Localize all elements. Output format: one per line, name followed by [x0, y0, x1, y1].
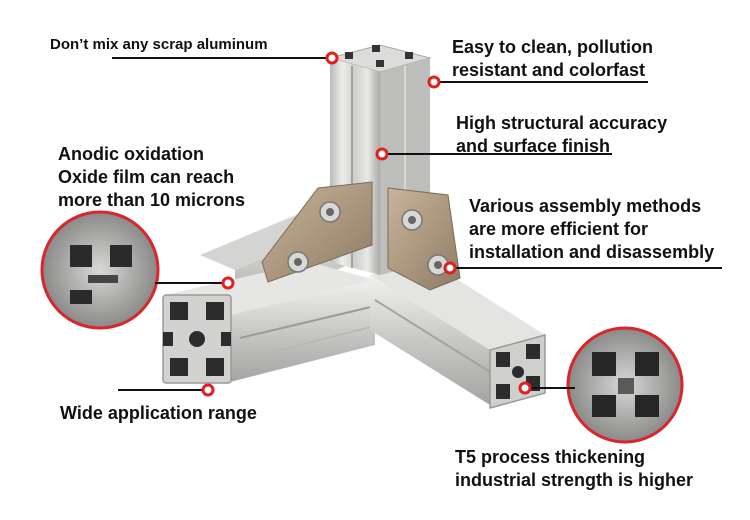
left-beam-end-face [162, 294, 232, 384]
callout-markers [201, 51, 532, 397]
feature-scrap: Don’t mix any scrap aluminum [50, 35, 268, 54]
marker-clean [427, 75, 441, 89]
marker-anodic [221, 276, 235, 290]
feature-t5-line-1: T5 process thickening [455, 447, 646, 467]
marker-application [201, 383, 215, 397]
feature-anodic-line-1: Anodic oxidation [58, 144, 204, 164]
feature-scrap-line-1: Don’t mix any scrap aluminum [50, 36, 268, 53]
marker-scrap [325, 51, 339, 65]
zoom-circle-left [40, 210, 160, 330]
feature-anodic: Anodic oxidation Oxide film can reach mo… [58, 143, 245, 212]
marker-t5 [518, 381, 532, 395]
feature-accuracy-line-2: and surface finish [456, 136, 611, 157]
marker-accuracy [375, 147, 389, 161]
feature-assembly: Various assembly methods are more effici… [469, 195, 714, 264]
feature-clean-line-1: Easy to clean, pollution [452, 37, 654, 57]
feature-anodic-line-3: more than 10 microns [58, 190, 246, 211]
feature-clean-line-2: resistant and colorfast [452, 60, 646, 81]
feature-accuracy-line-1: High structural accuracy [456, 113, 668, 133]
feature-assembly-line-1: Various assembly methods [469, 196, 702, 216]
feature-accuracy: High structural accuracy and surface fin… [456, 112, 667, 158]
right-beam [370, 262, 545, 405]
zoom-circle-right [566, 326, 684, 444]
feature-assembly-line-2: are more efficient for [469, 219, 649, 240]
feature-assembly-line-3: installation and disassembly [469, 242, 715, 263]
feature-anodic-line-2: Oxide film can reach [58, 167, 235, 188]
feature-clean: Easy to clean, pollution resistant and c… [452, 36, 653, 82]
feature-t5: T5 process thickening industrial strengt… [455, 446, 693, 492]
leader-lines [112, 57, 722, 391]
left-corner-bracket [261, 181, 373, 283]
feature-application: Wide application range [60, 402, 257, 425]
right-corner-bracket [387, 187, 461, 291]
feature-t5-line-2: industrial strength is higher [455, 470, 694, 491]
marker-assembly [443, 261, 457, 275]
feature-application-line-1: Wide application range [60, 403, 257, 423]
